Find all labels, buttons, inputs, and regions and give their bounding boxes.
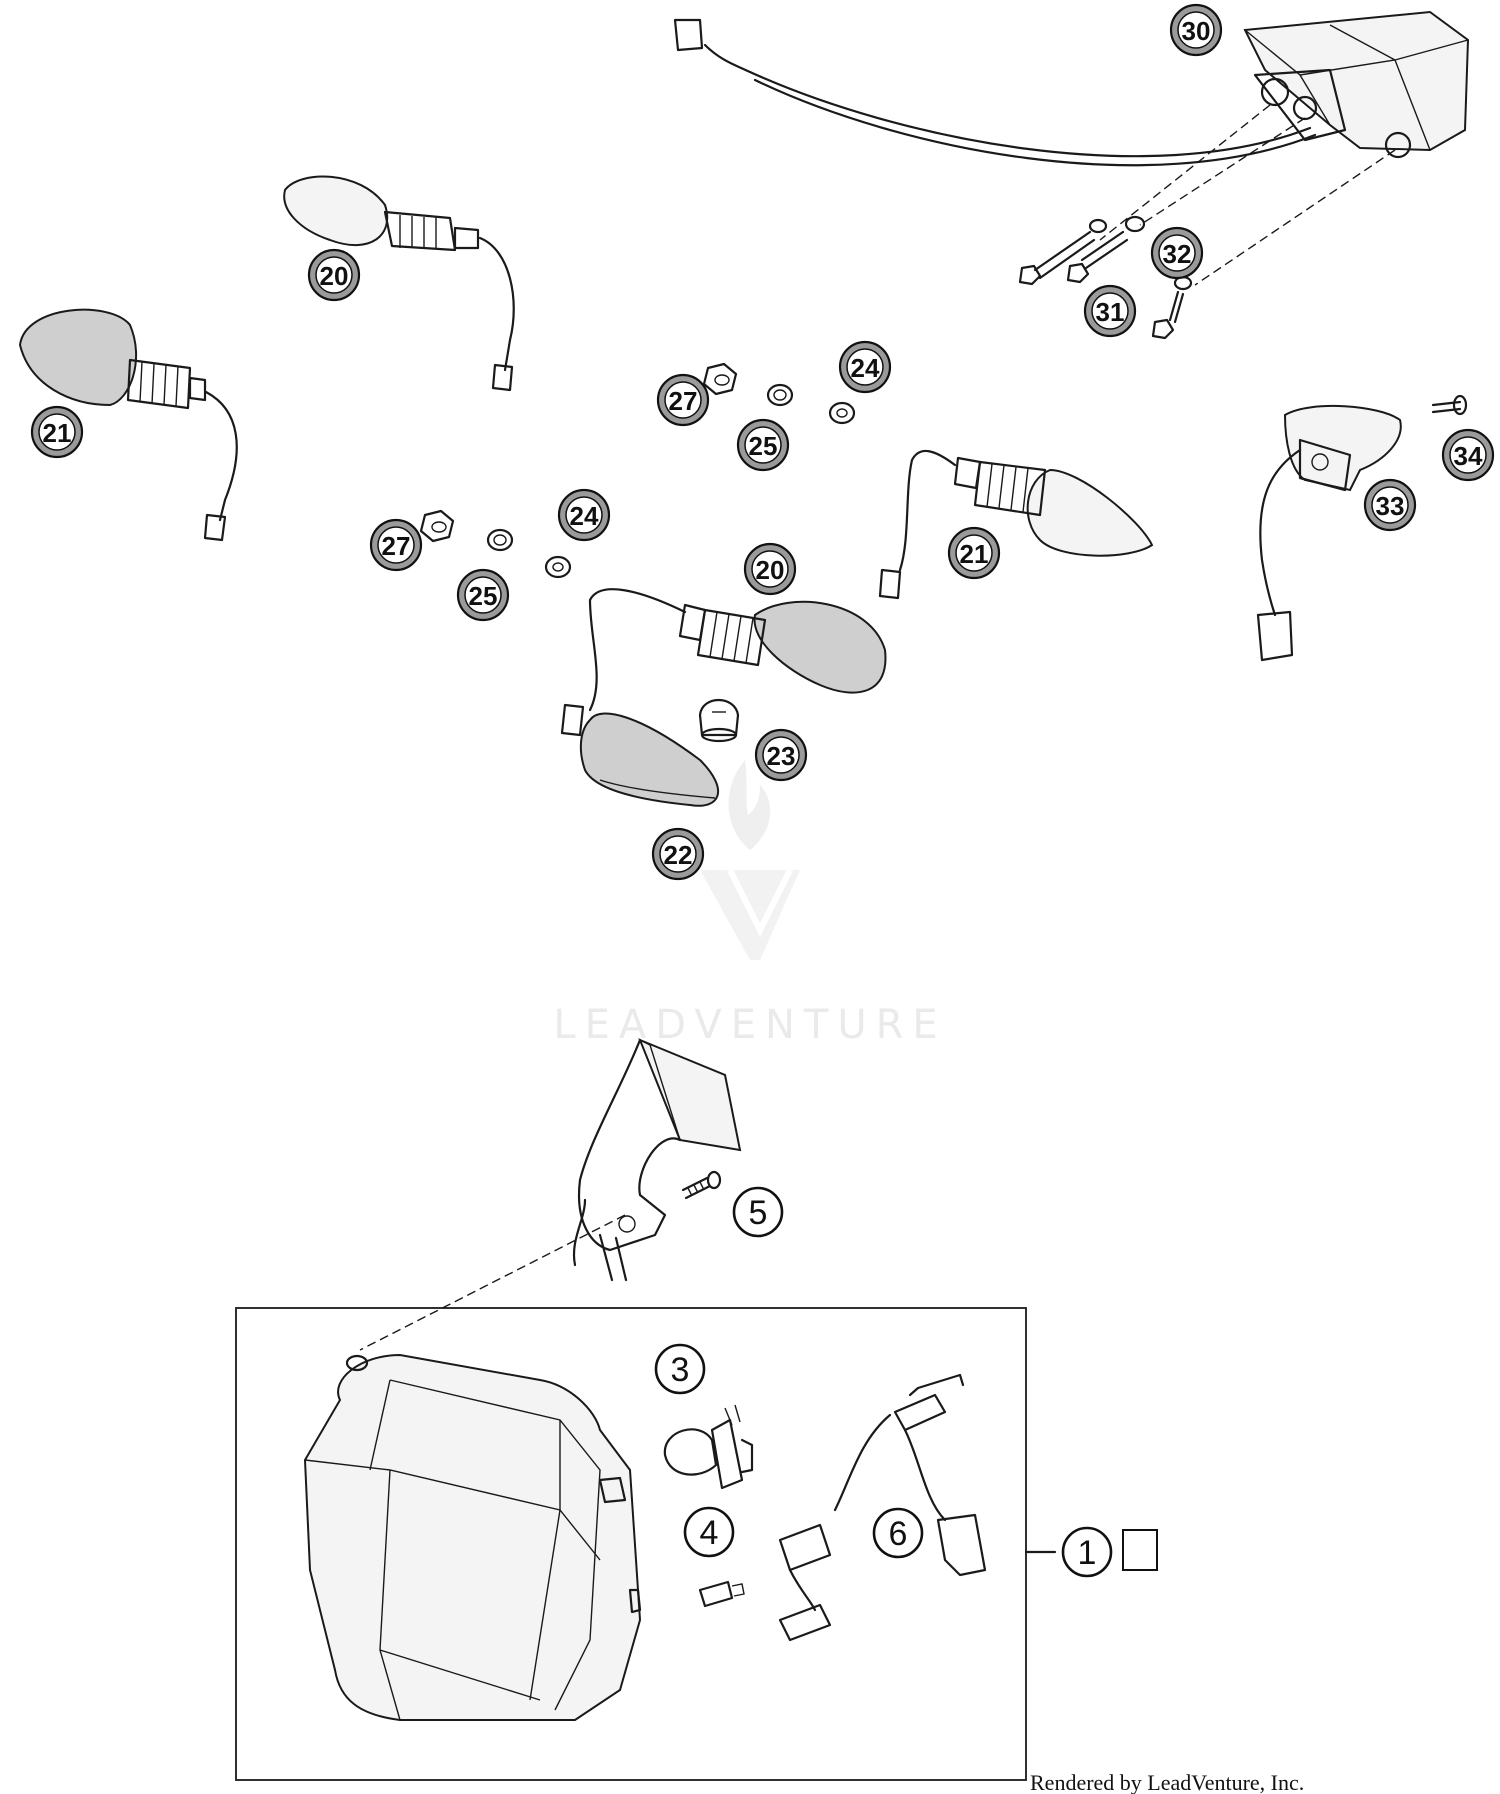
- callout-inner: [762, 736, 800, 774]
- callout-number: 32: [1163, 239, 1192, 269]
- callout-ring: [683, 1506, 735, 1558]
- callout-inner: [1177, 11, 1215, 49]
- tail-light-assembly: [673, 10, 1470, 340]
- indicator-21-right: [878, 449, 1154, 600]
- callout-number: 20: [320, 261, 349, 291]
- callout-inner: [377, 526, 415, 564]
- callout-number: 34: [1454, 441, 1483, 471]
- callout-31: 31: [1083, 284, 1137, 338]
- bulb-socket-harness-6: [778, 1373, 987, 1642]
- headlight-bracket: [572, 1038, 742, 1282]
- nut-washer-set-lower: [419, 509, 572, 579]
- callout-inner: [1371, 486, 1409, 524]
- bulb-23: [698, 699, 740, 743]
- callout-32: 32: [1150, 226, 1204, 280]
- callout-25: 25: [736, 418, 790, 472]
- callout-inner: [1091, 292, 1129, 330]
- callout-6: 6: [872, 1507, 924, 1559]
- callout-ring: [654, 1343, 706, 1395]
- indicator-20-center: [560, 588, 887, 737]
- callout-21: 21: [947, 526, 1001, 580]
- callout-1: 1: [1061, 1526, 1113, 1578]
- callout-ring: [872, 1507, 924, 1559]
- callout-number: 23: [767, 741, 796, 771]
- callout-number: 33: [1376, 491, 1405, 521]
- callout-20: 20: [307, 248, 361, 302]
- callout-20: 20: [743, 542, 797, 596]
- callout-number: 20: [756, 555, 785, 585]
- callout-4: 4: [683, 1506, 735, 1558]
- callout-24: 24: [838, 340, 892, 394]
- headlight-box: [235, 1214, 1057, 1781]
- callout-27: 27: [369, 518, 423, 572]
- callout-number: 30: [1182, 16, 1211, 46]
- render-credit: Rendered by LeadVenture, Inc.: [1030, 1770, 1305, 1794]
- callout-3: 3: [654, 1343, 706, 1395]
- callout-23: 23: [754, 728, 808, 782]
- callout-number: 24: [851, 353, 880, 383]
- nut-washer-set-upper: [702, 362, 856, 425]
- callout-inner: [846, 348, 884, 386]
- callout-ring: [1061, 1526, 1113, 1578]
- callout-inner: [565, 496, 603, 534]
- callout-number: 25: [749, 431, 778, 461]
- callout-30: 30: [1169, 3, 1223, 57]
- callout-5: 5: [732, 1186, 784, 1238]
- callout-number: 3: [671, 1351, 690, 1389]
- callout-inner: [1449, 436, 1487, 474]
- callout-number: 21: [960, 539, 989, 569]
- callout-number: 4: [700, 1514, 719, 1552]
- callout-number: 6: [889, 1515, 908, 1553]
- screw-34: [1431, 394, 1468, 416]
- callout-inner: [955, 534, 993, 572]
- callout-inner: [1158, 234, 1196, 272]
- callout-number: 27: [669, 386, 698, 416]
- callout-number: 22: [664, 840, 693, 870]
- callout-number: 5: [749, 1194, 768, 1232]
- callout-number: 1: [1078, 1534, 1097, 1572]
- callout-27: 27: [656, 373, 710, 427]
- callout-inner: [659, 835, 697, 873]
- callout-number: 24: [570, 501, 599, 531]
- callout-inner: [664, 381, 702, 419]
- headlight-bulb-3: [663, 1404, 754, 1490]
- callout-inner: [464, 576, 502, 614]
- callout-25: 25: [456, 568, 510, 622]
- callout-inner: [315, 256, 353, 294]
- license-plate-light-33: [1256, 404, 1402, 662]
- kit-indicator-box: [1122, 1529, 1158, 1571]
- callout-number: 31: [1096, 297, 1125, 327]
- callout-inner: [751, 550, 789, 588]
- indicator-21-left: [18, 308, 238, 542]
- callout-34: 34: [1441, 428, 1495, 482]
- callout-21: 21: [30, 405, 84, 459]
- callout-33: 33: [1363, 478, 1417, 532]
- callout-22: 22: [651, 827, 705, 881]
- callout-inner: [744, 426, 782, 464]
- callout-24: 24: [557, 488, 611, 542]
- callout-inner: [38, 413, 76, 451]
- callout-number: 25: [469, 581, 498, 611]
- callout-number: 27: [382, 531, 411, 561]
- lens-22: [579, 712, 720, 807]
- watermark-text: LEADVENTURE: [553, 1002, 946, 1048]
- headlight-housing: [303, 1353, 642, 1721]
- callout-number: 21: [43, 418, 72, 448]
- parking-bulb-4: [698, 1580, 745, 1608]
- callout-ring: [732, 1186, 784, 1238]
- watermark: LEADVENTURE: [553, 760, 946, 1048]
- indicator-20-upper: [283, 175, 515, 392]
